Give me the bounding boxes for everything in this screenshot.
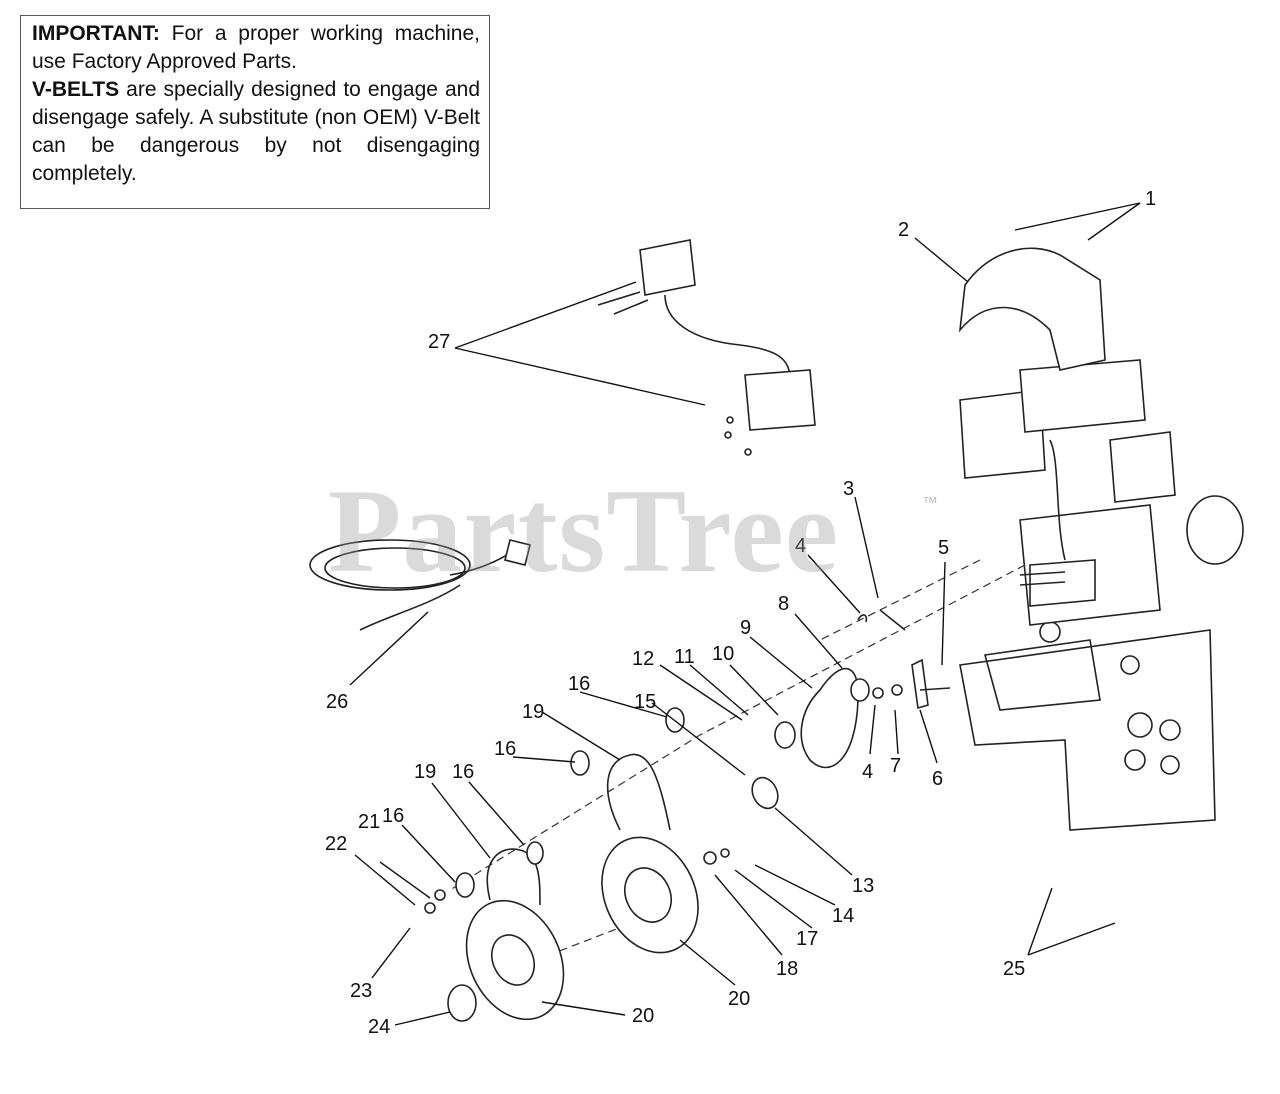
callout-15: 15 [634, 691, 656, 713]
callout-16-left: 16 [452, 761, 474, 783]
callout-10: 10 [712, 643, 734, 665]
callout-21: 21 [358, 811, 380, 833]
callout-7: 7 [890, 755, 901, 777]
important-text: For a proper working machine, use Factor… [32, 22, 480, 73]
callout-25: 25 [1003, 958, 1025, 980]
callout-24: 24 [368, 1016, 390, 1038]
callout-4: 4 [795, 535, 806, 557]
callout-16-mid: 16 [494, 738, 516, 760]
callout-20-right: 20 [728, 988, 750, 1010]
callout-1: 1 [1145, 188, 1156, 210]
callout-16-top: 16 [568, 673, 590, 695]
callout-17: 17 [796, 928, 818, 950]
callout-22: 22 [325, 833, 347, 855]
callout-2: 2 [898, 219, 909, 241]
electric-starter-assembly [597, 239, 816, 456]
partstree-watermark: PartsTree [328, 464, 839, 597]
engine-frame-assembly [959, 359, 1244, 831]
callout-20-bottom: 20 [632, 1005, 654, 1027]
assembly-centerlines [449, 559, 1026, 971]
callout-6: 6 [932, 768, 943, 790]
callout-14: 14 [832, 905, 854, 927]
important-notice-box [20, 16, 490, 209]
callout-27: 27 [428, 331, 450, 353]
callout-19-top: 19 [522, 701, 544, 723]
vbelts-label: V-BELTS [32, 78, 120, 101]
important-label: IMPORTANT: [32, 22, 160, 45]
extension-cord [309, 539, 531, 631]
callout-13: 13 [852, 875, 874, 897]
trademark-symbol: ™ [922, 495, 938, 512]
callout-labels: 1 2 3 4 5 8 9 12 11 10 27 26 16 15 19 16… [325, 188, 1156, 1038]
callout-18: 18 [776, 958, 798, 980]
important-notice-text: IMPORTANT: For a proper working machine,… [32, 20, 480, 188]
callout-3: 3 [843, 478, 854, 500]
callout-11: 11 [674, 646, 695, 668]
vbelts-text: are specially designed to engage and dis… [32, 78, 480, 185]
callout-9: 9 [740, 617, 751, 639]
drive-pulleys [424, 609, 951, 1022]
callout-4-bottom: 4 [862, 761, 873, 783]
leader-lines [349, 202, 1141, 1026]
callout-23: 23 [350, 980, 372, 1002]
callout-8: 8 [778, 593, 789, 615]
callout-5: 5 [938, 537, 949, 559]
callout-19-left: 19 [414, 761, 436, 783]
belt-cover [958, 247, 1106, 371]
callout-12: 12 [632, 648, 654, 670]
callout-16-far: 16 [382, 805, 404, 827]
callout-26: 26 [326, 691, 348, 713]
notice-top-rule [20, 15, 490, 16]
